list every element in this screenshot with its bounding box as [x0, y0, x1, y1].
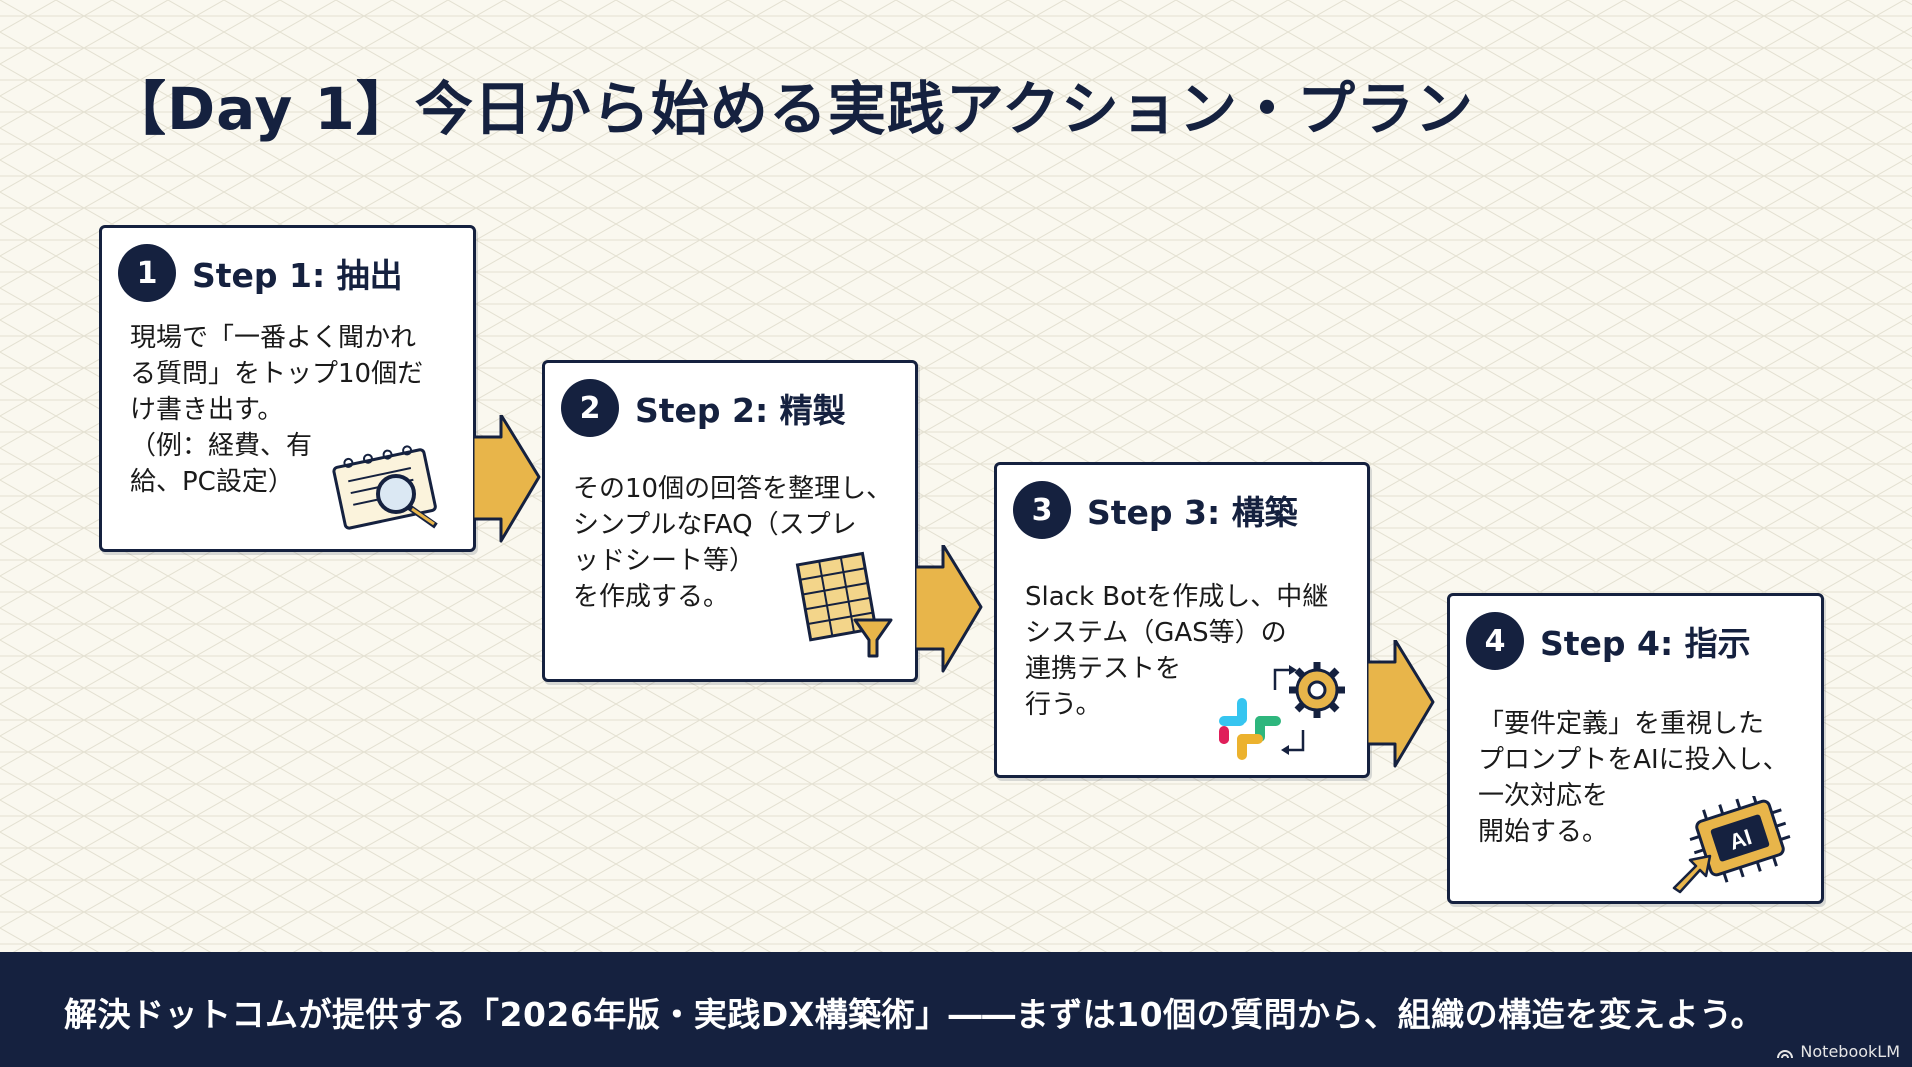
step-1-title: Step 1: 抽出	[192, 256, 403, 295]
step-2-title: Step 2: 精製	[635, 391, 846, 430]
step-2-description: その10個の回答を整理し、 シンプルなFAQ（スプレ ッドシート等） を作成する…	[573, 474, 893, 612]
step-4-card: 4 Step 4: 指示 「要件定義」を重視した プロンプトをAIに投入し、 一…	[1447, 593, 1824, 904]
step-4-title: Step 4: 指示	[1540, 624, 1751, 663]
spreadsheet-funnel-icon	[795, 551, 893, 658]
step-3-description: Slack Botを作成し、中継 システム（GAS等）の 連携テストを 行う。	[1025, 582, 1329, 720]
step-4-description: 「要件定義」を重視した プロンプトをAIに投入し、 一次対応を 開始する。	[1478, 709, 1789, 847]
flow-arrow-2	[915, 545, 983, 673]
step-3-title: Step 3: 構築	[1087, 493, 1298, 532]
step-2-card: 2 Step 2: 精製 その10個の回答を整理し、 シンプルなFAQ（スプレ …	[542, 360, 918, 682]
flow-arrow-1	[473, 415, 541, 543]
step-4-number-badge: 4	[1466, 612, 1524, 670]
step-3-number-badge: 3	[1013, 481, 1071, 539]
step-2-number-badge: 2	[561, 379, 619, 437]
step-1-description: 現場で「一番よく聞かれ る質問」をトップ10個だ け書き出す。 （例：経費、有 …	[130, 323, 424, 497]
footer-banner: 解決ドットコムが提供する「2026年版・実践DX構築術」――まずは10個の質問か…	[0, 952, 1912, 1067]
brand-label: NotebookLM	[1800, 1042, 1900, 1061]
slack-gear-icon	[1219, 662, 1345, 760]
notebook-magnifier-icon	[332, 445, 438, 530]
page-title: 【Day 1】今日から始める実践アクション・プラン	[108, 75, 1474, 143]
notebooklm-brand: NotebookLM	[1776, 1042, 1900, 1061]
ai-chip-icon: AI	[1672, 796, 1791, 894]
footer-message: 解決ドットコムが提供する「2026年版・実践DX構築術」――まずは10個の質問か…	[64, 995, 1765, 1034]
flow-arrow-3	[1367, 640, 1435, 768]
step-1-card: 1 Step 1: 抽出 現場で「一番よく聞かれ る質問」をトップ10個だ け書…	[99, 225, 476, 552]
step-1-number-badge: 1	[118, 244, 176, 302]
step-3-card: 3 Step 3: 構築 Slack Botを作成し、中継 システム（GAS等）…	[994, 462, 1370, 778]
notebooklm-logo-icon	[1777, 1049, 1794, 1058]
